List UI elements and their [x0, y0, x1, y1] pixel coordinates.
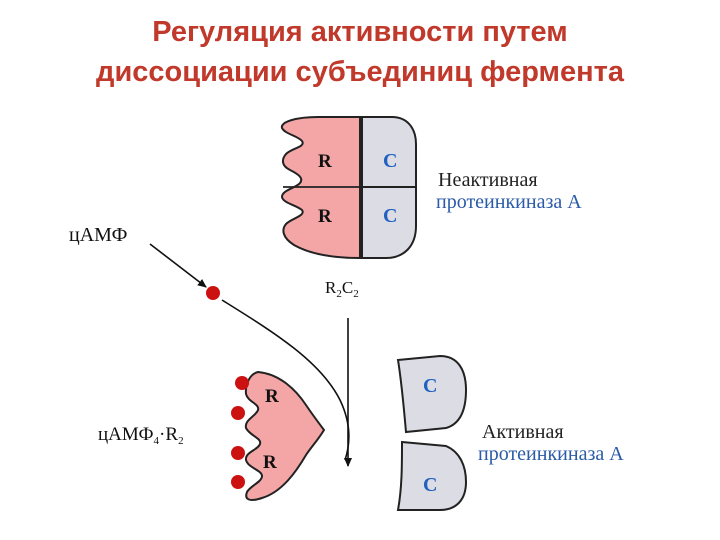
active-label-line2: протеинкиназа А — [478, 443, 624, 465]
active-c-label-top: C — [423, 375, 437, 397]
camp-r-label-bottom: R — [263, 452, 277, 473]
active-c-subunit-bottom — [396, 440, 468, 511]
inactive-label-line2: протеинкиназа А — [436, 191, 582, 213]
camp-r2-complex: R R — [231, 370, 326, 501]
r2c2-label: R2C2 — [325, 278, 359, 300]
r-label-bottom: R — [318, 206, 332, 227]
camp-dot-1 — [235, 376, 249, 390]
active-c-subunit-top — [396, 354, 468, 434]
camp-arrow — [149, 243, 207, 288]
camp-label: цАМФ — [69, 224, 127, 246]
camp-dot — [206, 286, 220, 300]
active-c-label-bottom: C — [423, 474, 437, 496]
inactive-label-line1: Неактивная — [438, 169, 538, 191]
r-label-top: R — [318, 151, 332, 172]
c-label-bottom: C — [383, 205, 397, 227]
r-subunit-pair-bottom — [244, 370, 326, 501]
c-label-top: C — [383, 150, 397, 172]
active-catalytic-subunits: C C — [396, 354, 468, 511]
slide-title: Регуляция активности путем диссоциации с… — [0, 12, 720, 92]
active-label-line1: Активная — [482, 421, 564, 443]
title-line-2: диссоциации субъединиц фермента — [96, 56, 624, 88]
c-subunit-top — [361, 116, 417, 188]
title-line-1: Регуляция активности путем — [152, 16, 568, 48]
camp-dot-4 — [231, 475, 245, 489]
c-subunit-bottom — [361, 186, 417, 259]
camp-r-label-top: R — [265, 386, 279, 407]
camp-dot-3 — [231, 446, 245, 460]
inactive-complex: R R C C — [280, 116, 417, 260]
camp-r2-label: цАМФ4·R2 — [98, 424, 184, 447]
camp-dot-2 — [231, 406, 245, 420]
